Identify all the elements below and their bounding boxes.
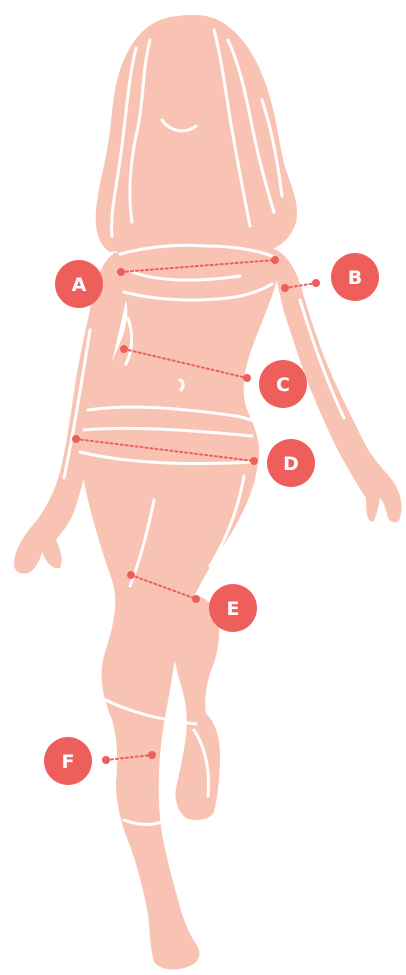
measurement-badge-d[interactable]: D	[267, 439, 315, 487]
measurement-point-a-1	[117, 268, 125, 276]
measurement-point-e-1	[127, 571, 135, 579]
measurement-point-f-1	[102, 756, 110, 764]
standing-leg-shape	[80, 458, 258, 969]
measurement-point-a-2	[271, 256, 279, 264]
measurement-badge-f[interactable]: F	[44, 737, 92, 785]
measurement-badge-b[interactable]: B	[331, 253, 379, 301]
measurement-label-e: E	[227, 598, 240, 620]
measurement-point-c-1	[120, 345, 128, 353]
measurement-point-b-1	[281, 284, 289, 292]
measurement-point-b-2	[312, 279, 320, 287]
bent-leg-shape	[170, 594, 220, 820]
neck-shape	[156, 130, 206, 180]
measurement-point-c-2	[243, 374, 251, 382]
measurement-label-f: F	[62, 751, 75, 773]
measurement-label-d: D	[283, 453, 299, 475]
measurement-point-e-2	[192, 595, 200, 603]
measurement-badge-a[interactable]: A	[55, 260, 103, 308]
female-body-silhouette-icon	[14, 15, 402, 970]
measurement-point-d-1	[72, 435, 80, 443]
measurement-label-a: A	[72, 274, 87, 296]
measurement-label-b: B	[348, 267, 362, 289]
measurement-badge-e[interactable]: E	[209, 584, 257, 632]
measurement-point-d-2	[250, 457, 258, 465]
measurement-label-c: C	[276, 374, 290, 396]
measurement-badge-c[interactable]: C	[259, 360, 307, 408]
measurement-point-f-2	[148, 751, 156, 759]
